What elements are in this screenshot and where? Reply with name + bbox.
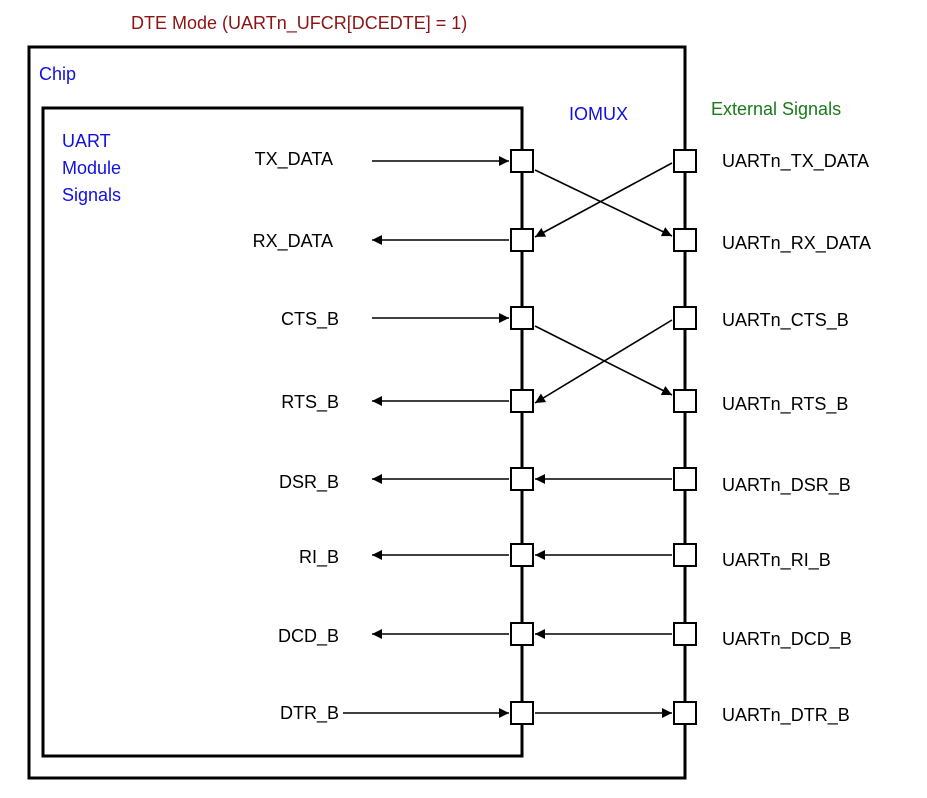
external-pad-rts-b [673,389,697,413]
module-signal-ri-b: RI_B [298,547,339,567]
iomux-label: IOMUX [569,104,629,124]
iomux-pad-dcd-b [510,622,534,646]
external-signal-dsr-b: UARTn_DSR_B [722,475,851,495]
external-pad-dtr-b [673,701,697,725]
uart-module-boundary [41,106,524,758]
external-tx-to-rx-arrow [534,162,673,238]
module-signal-cts-b: CTS_B [280,309,339,329]
external-signal-dcd-b: UARTn_DCD_B [722,629,852,649]
external-signal-dtr-b: UARTn_DTR_B [722,705,850,725]
module-signal-dcd-b: DCD_B [277,626,339,646]
tx-to-external-rx-arrow [534,169,673,237]
uart-label-line-1: UART [62,131,111,151]
external-pad-cts-b [673,306,697,330]
iomux-pad-dsr-b [510,467,534,491]
external-signals-label: External Signals [711,99,842,119]
external-signal-rx-data: UARTn_RX_DATA [722,233,872,253]
external-pad-ri-b [673,543,697,567]
iomux-pad-dtr-b [510,701,534,725]
external-cts-to-rts-arrow [534,319,673,404]
external-pad-rx-data [673,228,697,252]
cts-to-external-rts-arrow [534,325,673,396]
module-signal-tx-data: TX_DATA [254,149,333,169]
external-pad-tx-data [673,149,697,173]
external-pad-dsr-b [673,467,697,491]
external-signal-tx-data: UARTn_TX_DATA [722,151,870,171]
iomux-pad-rx-data [510,228,534,252]
module-signal-dtr-b: DTR_B [279,703,339,723]
module-signal-dsr-b: DSR_B [278,472,339,492]
module-signal-rts-b: RTS_B [281,392,339,412]
external-pad-dcd-b [673,622,697,646]
module-signal-rx-data: RX_DATA [252,231,333,251]
iomux-pad-rts-b [510,389,534,413]
uart-label-line-3: Signals [62,185,122,205]
uart-label-line-2: Module [62,158,122,178]
chip-boundary [27,45,687,780]
iomux-pad-cts-b [510,306,534,330]
external-signal-cts-b: UARTn_CTS_B [722,310,849,330]
iomux-pad-ri-b [510,543,534,567]
external-signal-ri-b: UARTn_RI_B [722,550,831,570]
external-signal-rts-b: UARTn_RTS_B [722,394,849,414]
diagram-title: DTE Mode (UARTn_UFCR[DCEDTE] = 1) [131,13,468,33]
iomux-pad-tx-data [510,149,534,173]
chip-label: Chip [39,64,77,84]
